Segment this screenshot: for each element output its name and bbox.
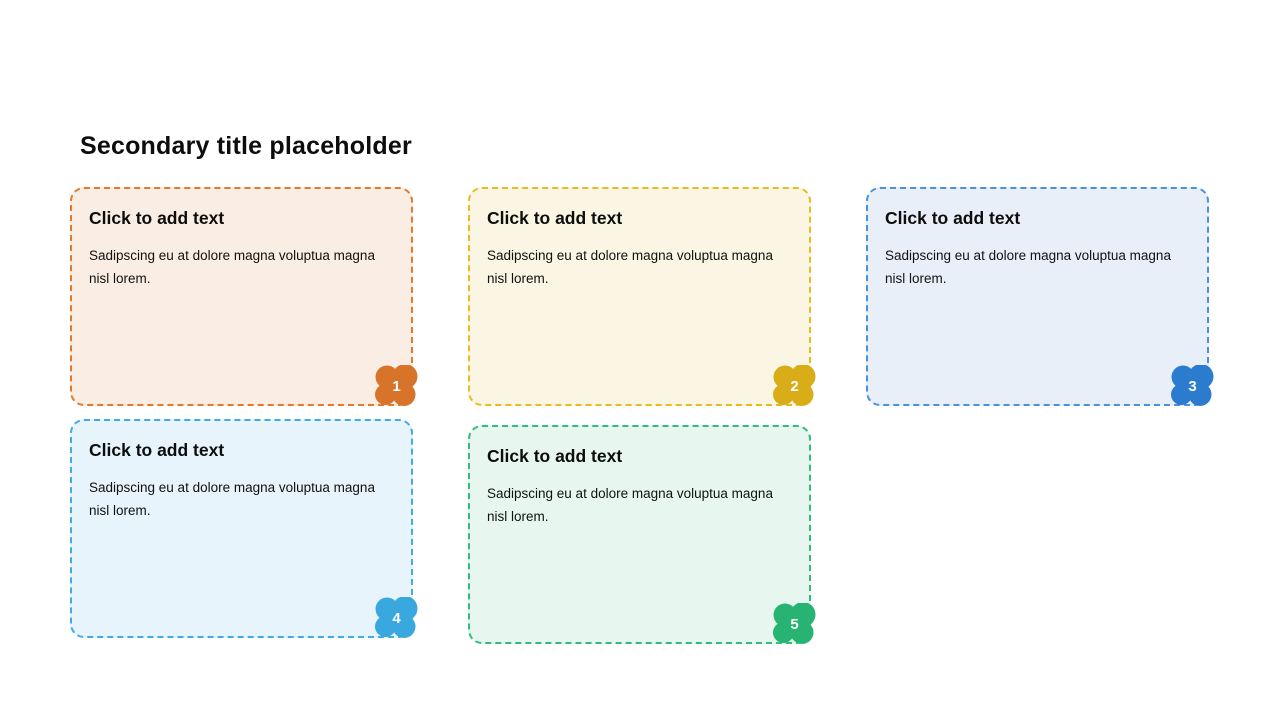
text-card-3[interactable]: Click to add text Sadipscing eu at dolor… [866,187,1214,406]
number-badge: 5 [771,603,818,645]
blob-shape-icon [375,597,418,638]
card-heading[interactable]: Click to add text [885,208,1021,228]
text-card-5[interactable]: Click to add text Sadipscing eu at dolor… [468,425,816,644]
card-heading[interactable]: Click to add text [487,446,623,466]
number-badge: 1 [373,365,420,407]
number-badge: 3 [1169,365,1216,407]
blob-shape-icon [773,365,816,406]
card-body-text[interactable]: Sadipscing eu at dolore magna voluptua m… [89,480,375,518]
slide-title-placeholder[interactable]: Secondary title placeholder [80,132,412,160]
badge-number: 5 [790,615,799,633]
blob-shape-icon [1171,365,1214,406]
badge-number: 1 [392,377,401,395]
blob-shape-icon [773,603,816,644]
card-body-text[interactable]: Sadipscing eu at dolore magna voluptua m… [487,248,773,286]
card-heading[interactable]: Click to add text [89,208,225,228]
blob-shape-icon [375,365,418,406]
text-card-2[interactable]: Click to add text Sadipscing eu at dolor… [468,187,816,406]
card-heading[interactable]: Click to add text [487,208,623,228]
card-heading[interactable]: Click to add text [89,440,225,460]
badge-number: 2 [790,377,799,395]
card-body-text[interactable]: Sadipscing eu at dolore magna voluptua m… [89,248,375,286]
text-card-4[interactable]: Click to add text Sadipscing eu at dolor… [70,419,418,638]
badge-number: 4 [392,609,401,627]
number-badge: 4 [373,597,420,639]
badge-number: 3 [1188,377,1197,395]
number-badge: 2 [771,365,818,407]
card-body-text[interactable]: Sadipscing eu at dolore magna voluptua m… [487,486,773,524]
text-card-1[interactable]: Click to add text Sadipscing eu at dolor… [70,187,418,406]
card-body-text[interactable]: Sadipscing eu at dolore magna voluptua m… [885,248,1171,286]
